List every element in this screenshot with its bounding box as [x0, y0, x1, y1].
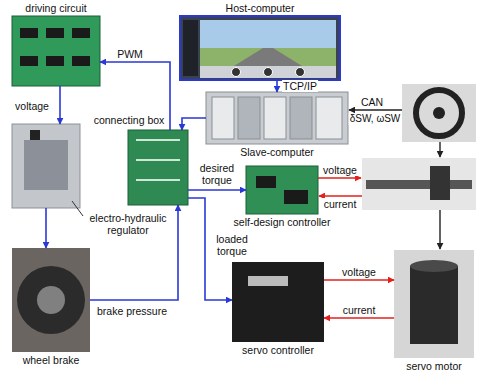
chip-symbol: [46, 28, 64, 38]
sky-picture: [200, 20, 336, 48]
picture-node: connecting box: [128, 130, 188, 205]
signal-arrow: [45, 208, 47, 248]
terminal-row: [136, 159, 180, 161]
chip-symbol: [20, 28, 38, 38]
column-picture: [430, 166, 450, 200]
valve-block-picture: [24, 140, 68, 190]
node-label: Host-computer: [226, 2, 295, 14]
voltage-arrow: [318, 177, 361, 179]
steering-gear-picture: [362, 158, 476, 210]
rack-picture: [366, 180, 472, 189]
node-label: servo motor: [406, 360, 461, 372]
can-arrow: [349, 109, 402, 110]
module-picture: [316, 97, 342, 139]
regulator-picture: [12, 124, 80, 208]
connector-picture: [30, 130, 40, 140]
current-arrow: [319, 195, 362, 197]
gauge-symbol: [264, 68, 273, 77]
controller-board-picture: [246, 166, 318, 214]
picture-node: servo motor: [394, 250, 474, 358]
node-label: servo controller: [242, 344, 314, 356]
steering-wheel-picture: [402, 84, 476, 142]
chip-symbol: [72, 28, 90, 38]
nameplate-picture: [248, 276, 288, 286]
chip-symbol: [72, 56, 90, 66]
edge-label: desired torque: [195, 162, 239, 186]
signal-label: voltage: [322, 164, 358, 176]
disc-picture: [17, 266, 85, 334]
edge-label: brake pressure: [96, 305, 168, 317]
gauge-symbol: [232, 68, 241, 77]
chip-symbol: [284, 190, 308, 204]
node-label: wheel brake: [23, 354, 80, 366]
signal-label: δSW, ωSW: [349, 113, 402, 125]
signal-label: CAN: [360, 96, 384, 108]
dashboard-picture: [200, 66, 336, 78]
picture-node: self-design controller: [246, 166, 318, 214]
shaft-arrow: [439, 210, 440, 249]
edge-label: current: [342, 304, 377, 316]
steering-wheel-rim: [416, 90, 462, 136]
brake-picture: [12, 248, 90, 352]
motor-top-picture: [410, 260, 458, 272]
node-label: self-design controller: [234, 216, 331, 228]
picture-node: electro-hydraulic regulator: [12, 124, 80, 208]
signal-arrow: [324, 279, 394, 281]
node-label: connecting box: [94, 114, 165, 126]
node-label: Slave-computer: [240, 146, 314, 158]
terminal-row: [136, 139, 180, 141]
shaft-arrow: [439, 142, 440, 157]
hub-picture: [37, 286, 65, 314]
signal-arrow: [182, 118, 206, 130]
node-label: electro-hydraulic regulator: [85, 212, 171, 236]
signal-arrow: [188, 189, 246, 191]
picture-node: Host-computer: [180, 16, 340, 80]
node-label: driving circuit: [25, 2, 86, 14]
grass-picture: [200, 48, 336, 66]
connector-box-picture: [128, 130, 188, 205]
edge-label: voltage: [14, 100, 50, 112]
picture-node: driving circuit: [12, 16, 100, 86]
picture-node: Slave-computer: [206, 92, 348, 144]
gauge-symbol: [296, 68, 305, 77]
signal-label: current: [323, 198, 358, 210]
module-picture: [290, 97, 312, 139]
picture-node: servo controller: [232, 262, 324, 342]
module-picture: [264, 97, 286, 139]
monitor-picture: [180, 16, 340, 80]
chip-symbol: [256, 176, 276, 188]
chip-symbol: [46, 56, 64, 66]
servo-controller-picture: [232, 262, 324, 342]
signal-arrow: [276, 80, 278, 92]
terminal-row: [136, 179, 180, 181]
signal-arrow: [324, 317, 394, 319]
signal-arrow: [59, 86, 61, 124]
chassis-picture: [206, 92, 348, 144]
chip-symbol: [20, 56, 38, 66]
edge-label: PWM: [116, 48, 144, 60]
leader-line: [72, 201, 83, 216]
steering-wheel-hub: [433, 107, 445, 119]
edge-label: TCP/IP: [282, 80, 318, 92]
servo-motor-picture: [394, 250, 474, 358]
circuit-board-picture: [12, 16, 100, 86]
module-picture: [212, 97, 234, 139]
side-panel: [183, 20, 198, 76]
road-picture: [234, 48, 302, 66]
module-picture: [238, 97, 260, 139]
motor-body-picture: [410, 266, 458, 344]
edge-label: loaded torque: [210, 233, 254, 257]
edge-label: voltage: [341, 266, 377, 278]
picture-node: wheel brake: [12, 248, 90, 352]
